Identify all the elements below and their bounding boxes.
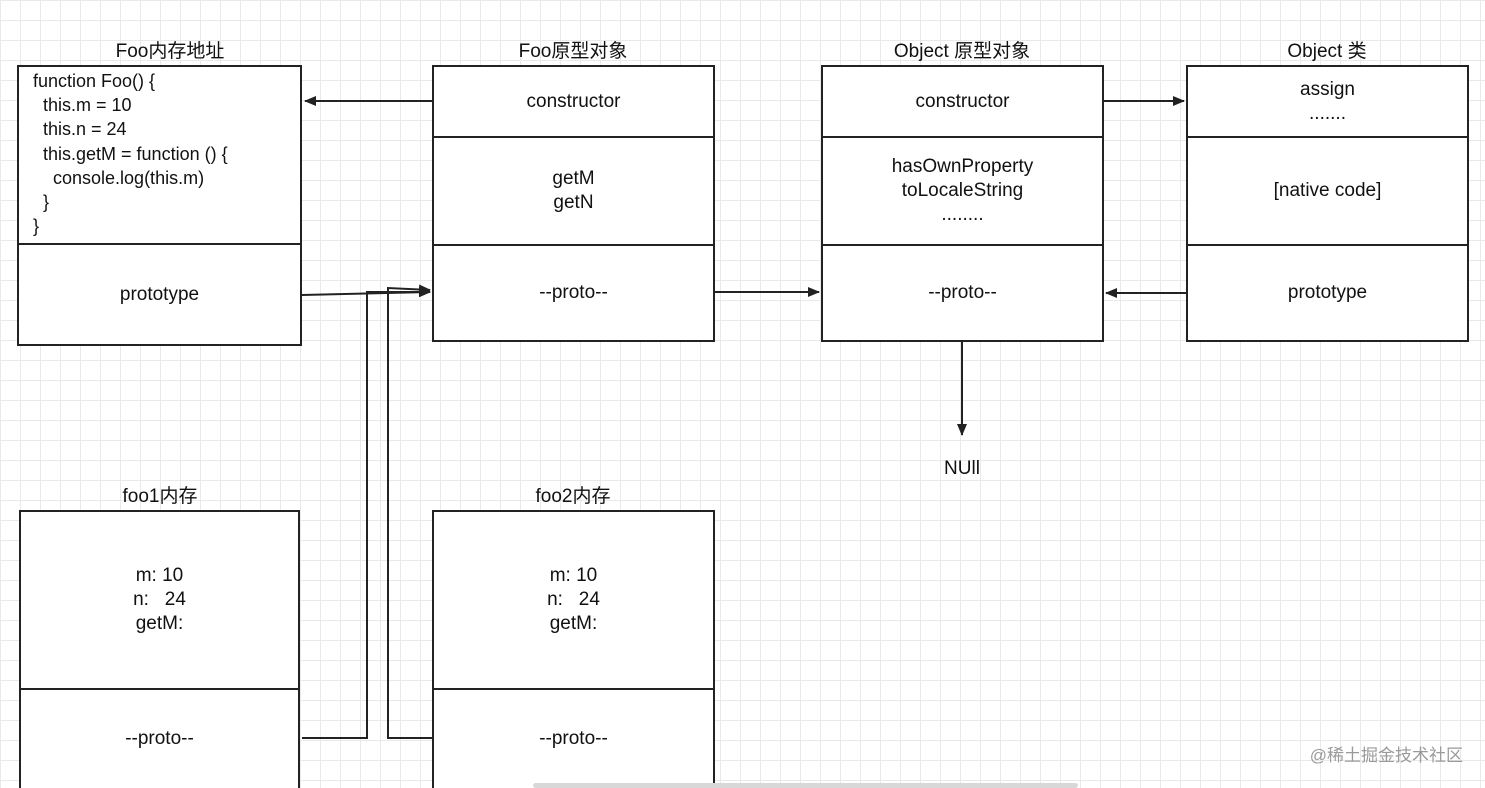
object-proto-constructor-cell: constructor (821, 65, 1104, 138)
arrow-foo1-proto-to-foo-proto (302, 287, 431, 739)
object-proto-methods-cell: hasOwnProperty toLocaleString ........ (821, 136, 1104, 246)
foo2-props-cell: m: 10 n: 24 getM: (432, 510, 715, 690)
null-label: NUll (944, 458, 980, 479)
arrow-foo2-proto-to-foo-proto (387, 284, 432, 739)
object-class-title: Object 类 (1287, 41, 1367, 62)
foo-prototype-cell: prototype (17, 243, 302, 346)
foo2-memory-title: foo2内存 (535, 486, 611, 507)
object-class-prototype-cell: prototype (1186, 244, 1469, 342)
foo-memory-title: Foo内存地址 (115, 41, 225, 62)
foo2-proto-cell: --proto-- (432, 688, 715, 788)
object-proto-proto-cell: --proto-- (821, 244, 1104, 342)
watermark: @稀土掘金技术社区 (1309, 746, 1463, 765)
foo-proto-proto-cell: --proto-- (432, 244, 715, 342)
foo1-proto-cell: --proto-- (19, 688, 300, 788)
object-prototype-title: Object 原型对象 (893, 41, 1031, 62)
horizontal-scrollbar[interactable] (533, 783, 1078, 788)
foo-prototype-title: Foo原型对象 (518, 41, 628, 62)
foo1-memory-title: foo1内存 (122, 486, 198, 507)
foo1-props-cell: m: 10 n: 24 getM: (19, 510, 300, 690)
foo-proto-constructor-cell: constructor (432, 65, 715, 138)
foo-proto-methods-cell: getM getN (432, 136, 715, 246)
